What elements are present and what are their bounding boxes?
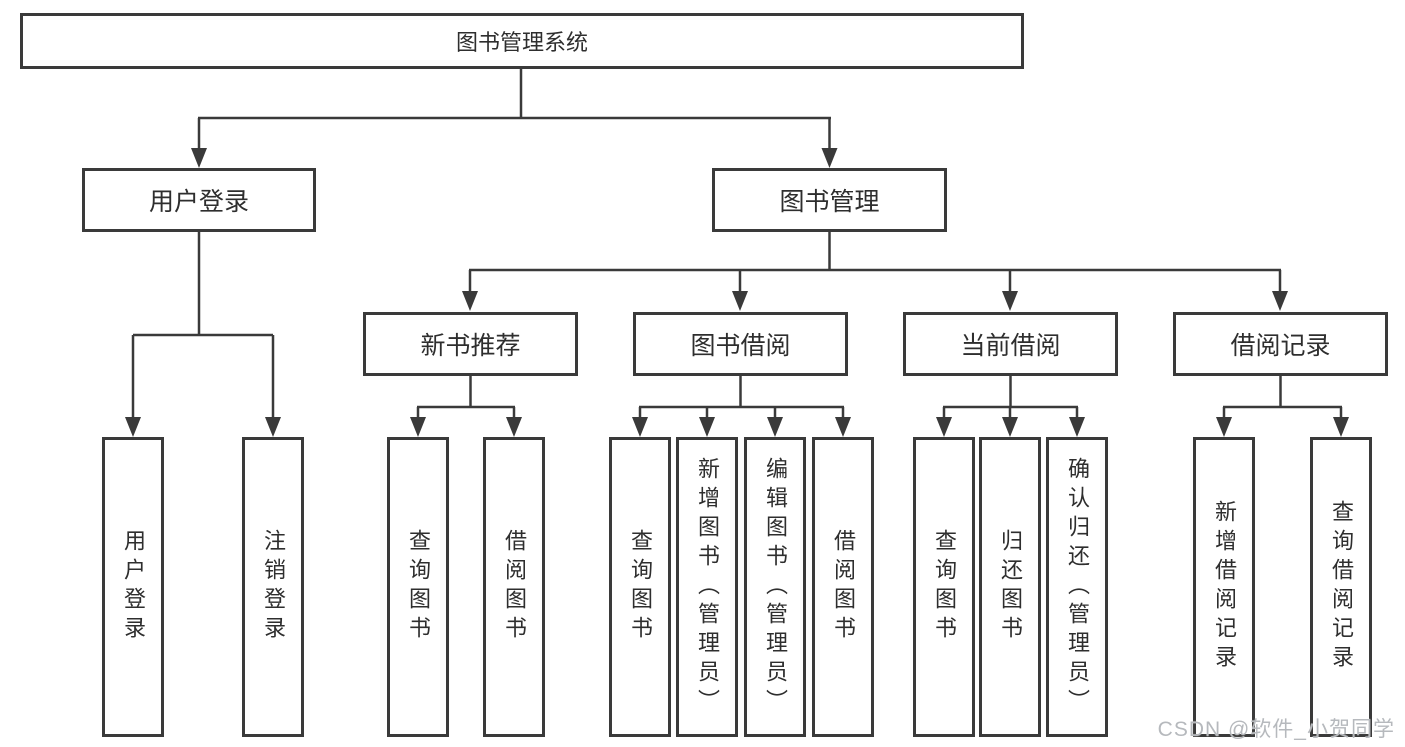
leaf-edit-books-admin-label: 编辑图书（管理员）	[763, 456, 788, 718]
leaf-query-books-current-label: 查询图书	[932, 529, 957, 645]
node-book-management: 图书管理	[712, 168, 947, 232]
leaf-edit-books-admin: 编辑图书（管理员）	[744, 437, 806, 737]
leaf-logout-label: 注销登录	[261, 529, 286, 645]
leaf-return-books-label: 归还图书	[998, 529, 1023, 645]
leaf-query-books-recommend: 查询图书	[387, 437, 449, 737]
leaf-query-borrow-record: 查询借阅记录	[1310, 437, 1372, 737]
leaf-add-books-admin-label: 新增图书（管理员）	[695, 456, 720, 718]
leaf-borrow-books-recommend-label: 借阅图书	[502, 529, 527, 645]
leaf-logout: 注销登录	[242, 437, 304, 737]
node-book-borrow: 图书借阅	[633, 312, 848, 376]
leaf-confirm-return-admin-label: 确认归还（管理员）	[1065, 456, 1090, 718]
leaf-add-books-admin: 新增图书（管理员）	[676, 437, 738, 737]
node-library-management-system: 图书管理系统	[20, 13, 1024, 69]
connector-new-book-recommend-to-leaves	[410, 376, 522, 437]
leaf-return-books: 归还图书	[979, 437, 1041, 737]
leaf-query-books-current: 查询图书	[913, 437, 975, 737]
leaf-query-books-recommend-label: 查询图书	[406, 529, 431, 645]
connector-book-management-to-sections	[462, 232, 1288, 311]
leaf-add-borrow-record: 新增借阅记录	[1193, 437, 1255, 737]
connector-current-borrow-to-leaves	[936, 376, 1085, 437]
leaf-query-borrow-record-label: 查询借阅记录	[1329, 500, 1354, 674]
node-current-borrow: 当前借阅	[903, 312, 1118, 376]
connector-book-borrow-to-leaves	[632, 376, 851, 437]
node-borrow-records: 借阅记录	[1173, 312, 1388, 376]
leaf-user-login: 用户登录	[102, 437, 164, 737]
node-new-book-recommend: 新书推荐	[363, 312, 578, 376]
leaf-confirm-return-admin: 确认归还（管理员）	[1046, 437, 1108, 737]
watermark: CSDN @软件_小贺同学	[1157, 718, 1395, 741]
leaf-borrow-books: 借阅图书	[812, 437, 874, 737]
connector-root-to-branches	[191, 69, 838, 168]
leaf-borrow-books-label: 借阅图书	[831, 529, 856, 645]
leaf-user-login-label: 用户登录	[121, 529, 146, 645]
connector-user-login-to-leaves	[125, 232, 281, 437]
node-user-login: 用户登录	[82, 168, 316, 232]
leaf-query-books-borrow: 查询图书	[609, 437, 671, 737]
leaf-borrow-books-recommend: 借阅图书	[483, 437, 545, 737]
leaf-add-borrow-record-label: 新增借阅记录	[1212, 500, 1237, 674]
connector-borrow-records-to-leaves	[1216, 376, 1349, 437]
leaf-query-books-borrow-label: 查询图书	[628, 529, 653, 645]
